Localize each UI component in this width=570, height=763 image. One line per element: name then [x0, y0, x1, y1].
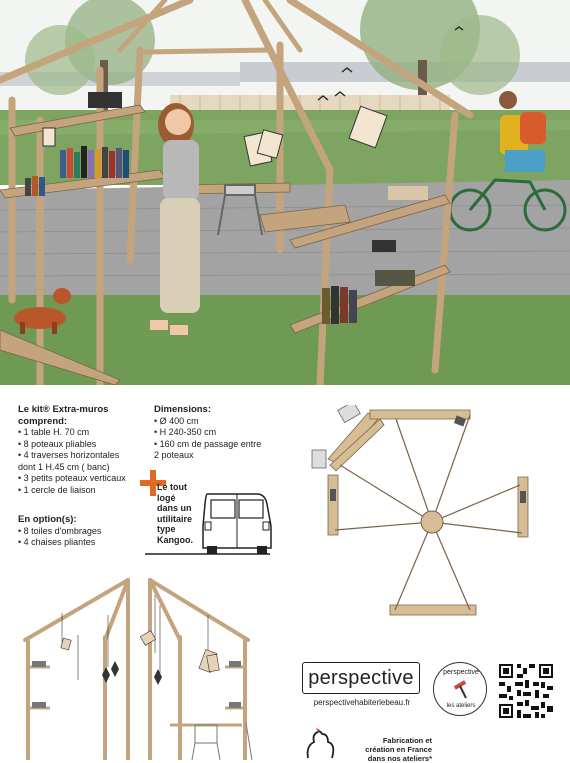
qr-code-icon[interactable] — [497, 662, 555, 720]
list-item: • H 240-350 cm — [154, 427, 217, 437]
options-list: • 8 toiles d'ombrages • 4 chaises pliant… — [18, 526, 153, 549]
elevation-drawing — [23, 578, 253, 760]
list-item: • 8 toiles d'ombrages — [18, 525, 102, 536]
transport-line: Le tout — [157, 482, 187, 492]
options-section: En option(s): • 8 toiles d'ombrages • 4 … — [18, 514, 153, 549]
dimensions-section: Dimensions: • Ø 400 cm • H 240-350 cm • … — [154, 404, 294, 462]
transport-line: dans un — [157, 503, 192, 513]
kit-section: Le kit® Extra-muros comprend: • 1 table … — [18, 404, 153, 496]
kit-subtitle: comprend: — [18, 415, 68, 427]
list-item: 2 poteaux — [154, 450, 194, 460]
plus-icon — [140, 470, 166, 496]
transport-line: Kangoo. — [157, 534, 193, 545]
fabrication-line: dans nos ateliers* — [367, 754, 432, 763]
van-icon — [145, 493, 272, 555]
ateliers-seal: perspective les ateliers — [433, 662, 487, 716]
list-item: • Ø 400 cm — [154, 415, 199, 426]
transport-line: type — [157, 524, 176, 534]
rooster-icon — [306, 728, 335, 759]
books — [25, 92, 428, 324]
fabrication-line: création en France — [365, 745, 432, 754]
scene-illustration — [0, 0, 570, 385]
brand-logo: perspective — [302, 662, 420, 694]
scene-svg — [0, 0, 570, 385]
transport-line: utilitaire — [157, 513, 193, 524]
list-item: • 3 petits poteaux verticaux — [18, 473, 126, 483]
cyclist — [448, 91, 567, 232]
dog — [14, 288, 71, 334]
list-item: • 4 traverses horizontales — [18, 450, 120, 460]
dimensions-list: • Ø 400 cm • H 240-350 cm • 160 cm de pa… — [154, 416, 294, 462]
list-item: • 1 table H. 70 cm — [18, 427, 90, 437]
seal-bottom-text: les ateliers — [446, 703, 476, 709]
kit-title: Le kit® Extra-muros — [18, 404, 109, 415]
options-title: En option(s): — [18, 514, 77, 525]
list-item: dont 1 H.45 cm ( banc) — [18, 461, 110, 472]
kit-list: • 1 table H. 70 cm • 8 poteaux pliables … — [18, 427, 153, 496]
seal-top-text: perspective — [443, 669, 479, 676]
brand-url[interactable]: perspectivehabiterlebeau.fr — [313, 698, 411, 707]
list-item: • 8 poteaux pliables — [18, 438, 97, 449]
list-item: • 1 cercle de liaison — [18, 484, 96, 495]
list-item: • 4 chaises pliantes — [18, 537, 96, 547]
transport-note: Le tout logé dans un utilitaire type Kan… — [157, 482, 217, 545]
person — [150, 103, 200, 335]
list-item: • 160 cm de passage entre — [154, 438, 262, 449]
dimensions-title: Dimensions: — [154, 404, 212, 415]
hammer-icon — [453, 680, 467, 699]
transport-line: logé — [157, 492, 176, 503]
chair — [217, 184, 263, 236]
fabrication-line: Fabrication et — [382, 736, 432, 745]
top-view-plan — [311, 405, 529, 616]
fabrication-note: Fabrication et création en France dans n… — [340, 736, 432, 763]
